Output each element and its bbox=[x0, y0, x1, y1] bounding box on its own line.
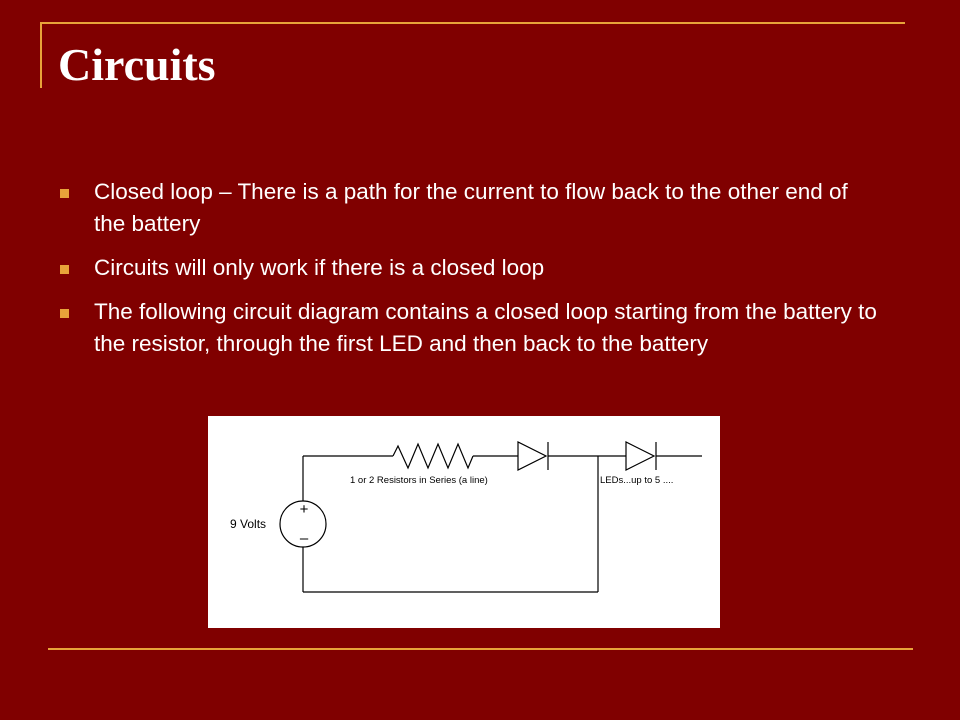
resistor-symbol bbox=[392, 442, 474, 470]
square-bullet-icon bbox=[60, 309, 69, 318]
bullet-item: Circuits will only work if there is a cl… bbox=[58, 252, 878, 284]
leds-label: LEDs...up to 5 .... bbox=[600, 475, 673, 486]
bullet-item: Closed loop – There is a path for the cu… bbox=[58, 176, 878, 240]
square-bullet-icon bbox=[60, 265, 69, 274]
circuit-diagram: + – 9 Volts 1 or 2 Resistors in Series (… bbox=[208, 416, 720, 628]
battery-plus-label: + bbox=[300, 501, 309, 518]
resistor-label: 1 or 2 Resistors in Series (a line) bbox=[350, 475, 488, 486]
bottom-accent-line bbox=[48, 648, 913, 650]
led-2-symbol bbox=[625, 441, 656, 471]
bullet-text: Closed loop – There is a path for the cu… bbox=[94, 179, 848, 236]
bullet-list: Closed loop – There is a path for the cu… bbox=[58, 176, 878, 372]
top-accent-line bbox=[40, 22, 905, 24]
battery-voltage-label: 9 Volts bbox=[230, 517, 266, 531]
circuit-diagram-svg: + – 9 Volts 1 or 2 Resistors in Series (… bbox=[230, 441, 702, 593]
square-bullet-icon bbox=[60, 189, 69, 198]
bullet-item: The following circuit diagram contains a… bbox=[58, 296, 878, 360]
bullet-text: Circuits will only work if there is a cl… bbox=[94, 255, 545, 280]
left-accent-line bbox=[40, 22, 42, 88]
battery-minus-label: – bbox=[300, 530, 309, 547]
bullet-text: The following circuit diagram contains a… bbox=[94, 299, 877, 356]
led-1-symbol bbox=[517, 441, 548, 471]
slide-title: Circuits bbox=[58, 39, 216, 90]
